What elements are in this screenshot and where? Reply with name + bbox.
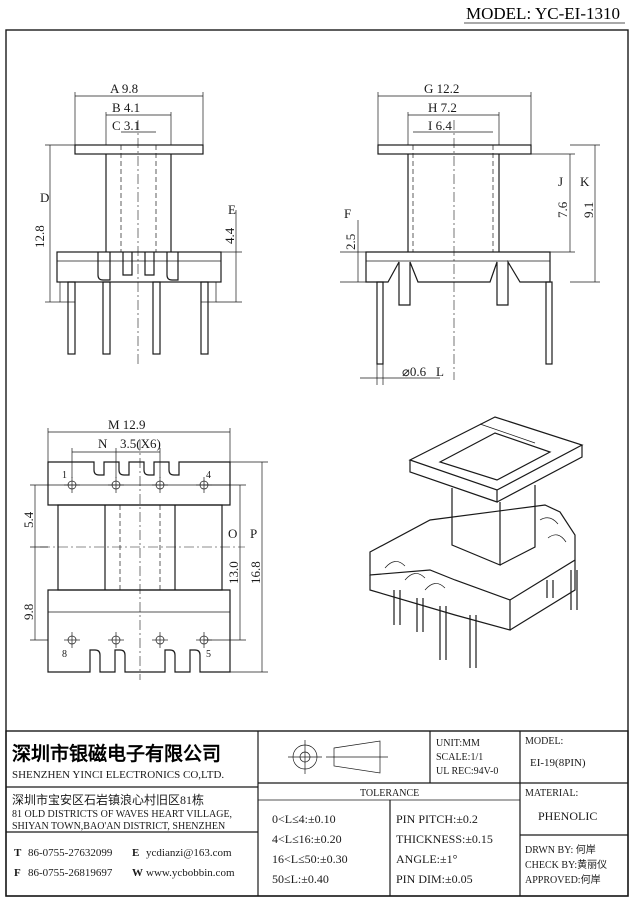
pin-5-label: 5 (206, 649, 211, 660)
model-box-label: MODEL: (525, 736, 563, 747)
dim-m: M 12.9 (108, 417, 146, 432)
web-label: W (132, 867, 143, 879)
fax-number: 86-0755-26819697 (28, 867, 113, 879)
dim-p-value: 16.8 (248, 561, 263, 584)
isometric-view (369, 416, 584, 668)
dim-left-top: 5.4 (21, 511, 36, 528)
dim-o-value: 13.0 (226, 561, 241, 584)
dim-left-bottom: 9.8 (21, 604, 36, 620)
dim-e-letter: E (228, 202, 236, 217)
tolerance-row-1: 0<L≤4:±0.10 (272, 812, 336, 826)
dim-d-letter: D (40, 190, 49, 205)
dim-d-value: 12.8 (32, 225, 47, 248)
dim-f-value: 2.5 (343, 234, 358, 250)
approved-by: APPROVED:何岸 (525, 873, 601, 886)
pin-4-label: 4 (206, 470, 211, 481)
dim-j-letter: J (558, 174, 563, 189)
pin-holes (64, 477, 212, 648)
dim-f-letter: F (344, 206, 351, 221)
scale: SCALE:1/1 (436, 752, 483, 763)
side-view: G 12.2 H 7.2 I 6.4 J 7.6 K 9.1 F 2.5 ⌀0.… (340, 81, 600, 385)
company-name-cn: 深圳市银磁电子有限公司 (12, 742, 221, 765)
tolerance-row-3: 16<L≤50:±0.30 (272, 852, 348, 866)
material-label: MATERIAL: (525, 788, 578, 799)
pin-pitch: PIN PITCH:±0.2 (396, 812, 478, 826)
dim-k-letter: K (580, 174, 590, 189)
address-en-2: SHIYAN TOWN,BAO'AN DISTRICT, SHENZHEN (12, 821, 225, 832)
dim-p-letter: P (250, 526, 257, 541)
email-address: ycdianzi@163.com (146, 847, 232, 859)
pin-8-label: 8 (62, 649, 67, 660)
pin-1-label: 1 (62, 470, 67, 481)
dim-n-letter: N (98, 436, 108, 451)
model-value: YC-EI-1310 (535, 4, 620, 23)
material-value: PHENOLIC (538, 809, 597, 823)
dim-k-value: 9.1 (581, 202, 596, 218)
fax-label: F (14, 867, 21, 879)
angle: ANGLE:±1° (396, 852, 458, 866)
projection-symbol-icon (288, 740, 388, 774)
tolerance-row-4: 50≤L:±0.40 (272, 872, 329, 886)
dim-e-value: 4.4 (222, 227, 237, 244)
title-block: 深圳市银磁电子有限公司 SHENZHEN YINCI ELECTRONICS C… (5, 730, 629, 897)
dim-l-value: ⌀0.6 (402, 364, 427, 379)
dim-o-letter: O (228, 526, 237, 541)
ul-rec: UL REC:94V-0 (436, 766, 498, 777)
dim-i: I 6.4 (428, 118, 452, 133)
web-address: www.ycbobbin.com (146, 867, 235, 879)
tolerance-title: TOLERANCE (360, 788, 419, 799)
dim-g: G 12.2 (424, 81, 459, 96)
model-label: MODEL: (466, 4, 531, 23)
bottom-view: 1 4 8 5 M 12.9 N 3.5(X6) 5.4 9.8 O 13.0 … (21, 417, 268, 680)
tolerance-row-2: 4<L≤16:±0.20 (272, 832, 342, 846)
tel-label: T (14, 847, 22, 859)
dim-j-value: 7.6 (555, 201, 570, 218)
address-cn: 深圳市宝安区石岩镇浪心村旧区81栋 (12, 792, 204, 807)
thickness: THICKNESS:±0.15 (396, 832, 493, 846)
company-name-en: SHENZHEN YINCI ELECTRONICS CO,LTD. (12, 769, 224, 781)
dim-c: C 3.1 (112, 118, 140, 133)
dim-n-value: 3.5(X6) (120, 436, 161, 451)
unit: UNIT:MM (436, 738, 480, 749)
model-box-value: EI-19(8PIN) (530, 757, 586, 769)
tel-number: 86-0755-27632099 (28, 847, 113, 859)
dim-b: B 4.1 (112, 100, 140, 115)
dim-a: A 9.8 (110, 81, 138, 96)
address-en-1: 81 OLD DISTRICTS OF WAVES HEART VILLAGE, (12, 809, 232, 820)
dim-l-letter: L (436, 364, 444, 379)
drawn-by: DRWN BY: 何岸 (525, 843, 596, 856)
dim-h: H 7.2 (428, 100, 457, 115)
check-by: CHECK BY:黄丽仪 (525, 858, 607, 871)
pin-dim: PIN DIM:±0.05 (396, 872, 473, 886)
front-view: A 9.8 B 4.1 C 3.1 D 12.8 E 4.4 (32, 81, 242, 365)
model-header: MODEL: YC-EI-1310 (464, 4, 625, 24)
email-label: E (132, 847, 139, 859)
